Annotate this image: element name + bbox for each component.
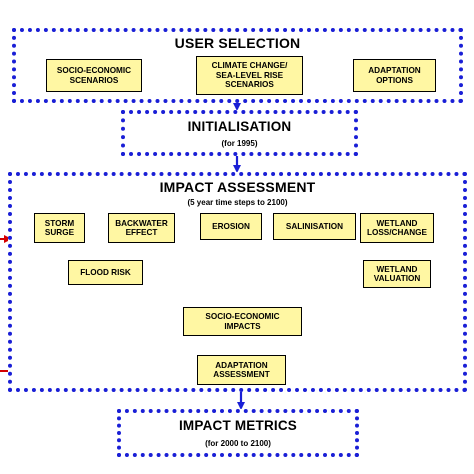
impact-assessment-subtitle: (5 year time steps to 2100) — [187, 198, 288, 207]
user-selection-frame: USER SELECTION SOCIO-ECONOMIC SCENARIOS … — [12, 28, 463, 103]
initialisation-title: INITIALISATION — [187, 119, 292, 134]
wetland-valuation-box: WETLAND VALUATION — [363, 260, 431, 288]
adaptation-assessment-box: ADAPTATION ASSESSMENT — [197, 355, 286, 385]
climate-change-scenarios-box: CLIMATE CHANGE/ SEA-LEVEL RISE SCENARIOS — [196, 56, 303, 95]
adaptation-options-box: ADAPTATION OPTIONS — [353, 59, 436, 92]
impact-metrics-subtitle: (for 2000 to 2100) — [205, 439, 271, 448]
impact-metrics-title: IMPACT METRICS — [178, 418, 298, 433]
initialisation-subtitle: (for 1995) — [221, 139, 258, 148]
user-selection-title: USER SELECTION — [174, 35, 301, 51]
socio-economic-scenarios-box: SOCIO-ECONOMIC SCENARIOS — [46, 59, 142, 92]
initialisation-frame: INITIALISATION (for 1995) — [121, 110, 358, 156]
backwater-effect-box: BACKWATER EFFECT — [108, 213, 175, 243]
erosion-box: EROSION — [200, 213, 262, 240]
storm-surge-box: STORM SURGE — [34, 213, 85, 243]
wetland-loss-box: WETLAND LOSS/CHANGE — [360, 213, 434, 243]
impact-metrics-frame: IMPACT METRICS (for 2000 to 2100) — [117, 409, 359, 457]
flood-risk-box: FLOOD RISK — [68, 260, 143, 285]
socio-economic-impacts-box: SOCIO-ECONOMIC IMPACTS — [183, 307, 302, 336]
impact-assessment-title: IMPACT ASSESSMENT — [159, 179, 316, 195]
salinisation-box: SALINISATION — [273, 213, 356, 240]
